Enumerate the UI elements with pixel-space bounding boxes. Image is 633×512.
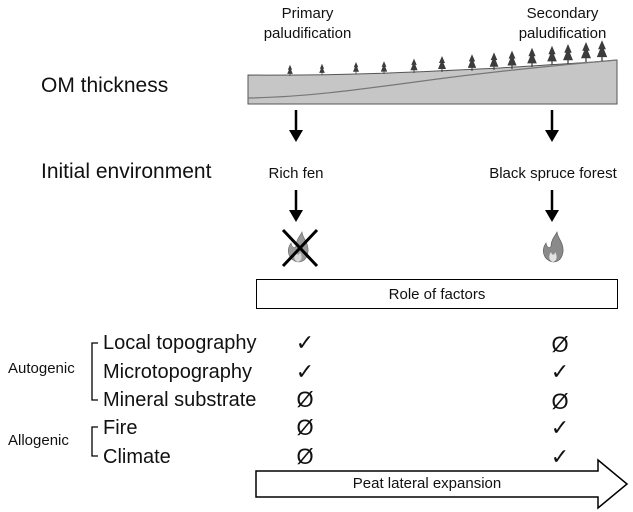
row-label-initial-environment: Initial environment (41, 160, 212, 183)
fire-icon-crossed (281, 228, 319, 268)
primary-role-symbol: Ø (296, 387, 314, 412)
tree-icon (489, 51, 499, 71)
group-label-autogenic: Autogenic (8, 360, 75, 377)
fire-icon (543, 231, 564, 263)
tree-icon (352, 61, 360, 75)
primary-role-symbol: ✓ (295, 359, 315, 384)
factor-name: Fire (103, 417, 138, 439)
primary-role-symbol: ✓ (295, 330, 315, 355)
column-header-primary: Primary paludification (263, 5, 352, 42)
row-label-om-thickness: OM thickness (41, 74, 169, 97)
secondary-role-symbol: ✓ (550, 415, 570, 440)
tree-icon (409, 58, 419, 74)
secondary-role-symbol: ✓ (550, 444, 570, 469)
down-arrows (289, 110, 559, 222)
factor-name: Mineral substrate (103, 389, 257, 411)
factor-name: Microtopography (103, 361, 252, 383)
role-of-factors-label: Role of factors (388, 285, 486, 303)
factor-name: Climate (103, 446, 171, 468)
group-label-allogenic: Allogenic (8, 432, 69, 449)
tree-icon (380, 60, 388, 75)
tree-icon (526, 47, 538, 68)
tree-icon (467, 53, 477, 72)
tree-icon (580, 41, 592, 63)
tree-icon (546, 45, 558, 66)
environment-secondary: Black spruce forest (489, 165, 617, 182)
primary-role-symbol: Ø (296, 444, 314, 469)
secondary-role-symbol: Ø (551, 332, 569, 357)
tree-icon (437, 55, 447, 73)
tree-icon (318, 63, 326, 76)
tree-icon (506, 50, 518, 70)
tree-icon (286, 64, 294, 77)
peat-expansion-label: Peat lateral expansion (352, 475, 502, 492)
secondary-role-symbol: Ø (551, 389, 569, 414)
om-thickness-profile (247, 59, 618, 105)
secondary-role-symbol: ✓ (550, 359, 570, 384)
role-of-factors-box: Role of factors (256, 279, 618, 309)
group-brackets (91, 342, 98, 457)
primary-role-symbol: Ø (296, 415, 314, 440)
environment-primary: Rich fen (268, 165, 324, 182)
tree-icon (562, 43, 574, 65)
column-header-secondary: Secondary paludification (518, 5, 607, 42)
peat-expansion-arrow (255, 458, 629, 510)
factor-name: Local topography (103, 332, 257, 354)
